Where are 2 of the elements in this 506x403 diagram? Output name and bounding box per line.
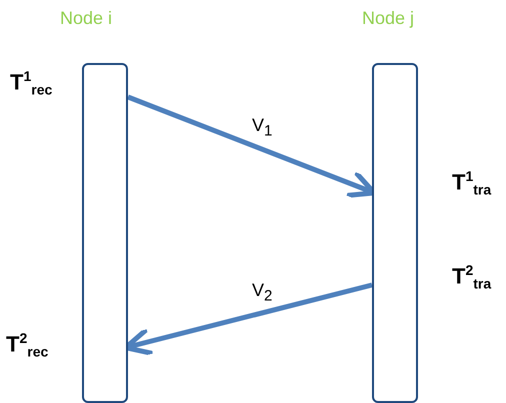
node-heading: Node i	[60, 8, 112, 29]
node-heading: Node j	[362, 8, 414, 29]
